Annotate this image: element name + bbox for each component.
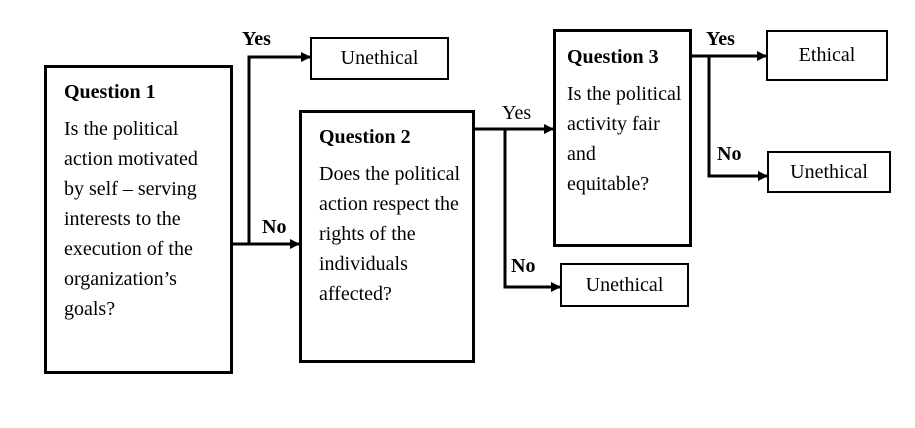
label-q2-yes: Yes bbox=[502, 102, 532, 124]
label-q2-no: No bbox=[511, 255, 536, 277]
outcome-q3-no-unethical: Unethical bbox=[767, 151, 891, 193]
question-1-title: Question 1 bbox=[64, 81, 156, 103]
question-3-title: Question 3 bbox=[567, 46, 659, 68]
label-q3-yes: Yes bbox=[706, 28, 735, 50]
outcome-q3-yes-ethical: Ethical bbox=[766, 30, 888, 81]
label-q3-no: No bbox=[717, 143, 742, 165]
question-3-box: Question 3 Is the political activity fai… bbox=[553, 29, 692, 247]
outcome-q1-yes-unethical: Unethical bbox=[310, 37, 449, 80]
connector-q2-no bbox=[503, 129, 561, 292]
label-q1-yes: Yes bbox=[242, 28, 271, 50]
question-1-text: Is the political action motivated by sel… bbox=[64, 118, 198, 320]
question-1-box: Question 1 Is the political action motiv… bbox=[44, 65, 233, 374]
label-q1-no: No bbox=[262, 216, 287, 238]
question-2-title: Question 2 bbox=[319, 126, 411, 148]
outcome-q2-no-unethical: Unethical bbox=[560, 263, 689, 307]
question-2-text: Does the political action respect the ri… bbox=[319, 163, 461, 305]
question-3-text: Is the political activity fair and equit… bbox=[567, 83, 682, 195]
connector-q3-no bbox=[707, 56, 768, 181]
question-2-box: Question 2 Does the political action res… bbox=[299, 110, 475, 363]
connector-q1-yes bbox=[247, 52, 311, 244]
